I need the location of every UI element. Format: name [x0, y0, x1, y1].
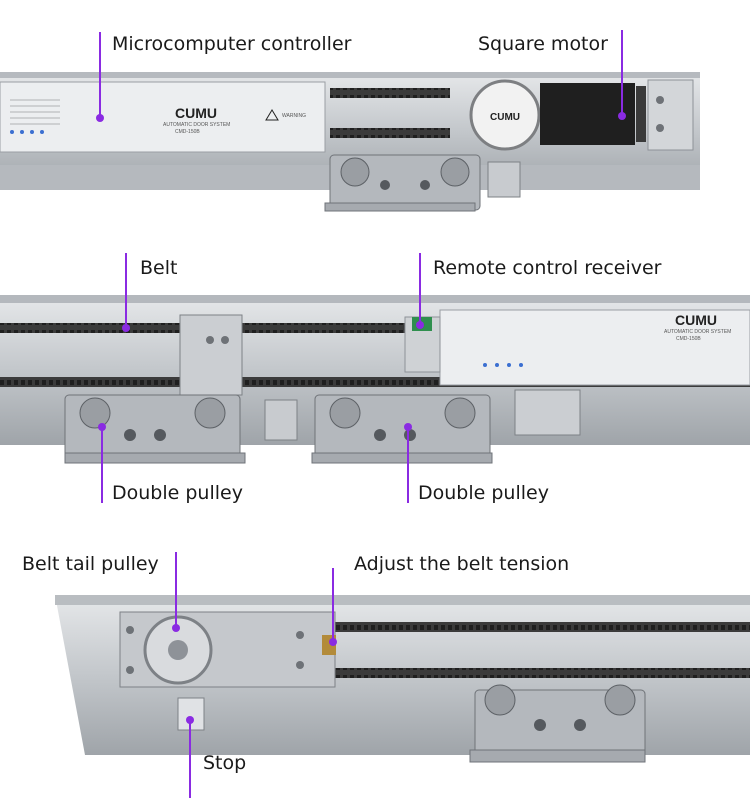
panel-tail-pulley: Belt tail pulley Adjust the belt tension…	[0, 540, 750, 800]
motor-flywheel	[469, 79, 541, 151]
panel-controller-motor: CUMU AUTOMATIC DOOR SYSTEM CMD-150B WARN…	[0, 0, 750, 230]
label-tail-pulley: Belt tail pulley	[22, 553, 159, 575]
label-belt: Belt	[140, 257, 178, 279]
carriage	[324, 154, 521, 212]
label-stop: Stop	[203, 752, 247, 774]
controller-model: CMD-150B	[175, 129, 200, 135]
belt-clamp	[179, 314, 243, 396]
receiver-model: CMD-150B	[676, 336, 701, 342]
indicator-leds	[483, 363, 523, 367]
label-tension: Adjust the belt tension	[354, 553, 570, 575]
label-pulley-left: Double pulley	[112, 482, 243, 504]
label-controller: Microcomputer controller	[112, 33, 352, 55]
label-pulley-right: Double pulley	[418, 482, 549, 504]
double-pulley-right	[311, 394, 493, 464]
controller-brand: CUMU	[175, 105, 217, 121]
receiver-box	[439, 309, 750, 386]
warning-icon	[265, 109, 279, 121]
motor-label: CUMU	[490, 112, 520, 123]
belt	[0, 323, 750, 333]
panel-3-photo	[55, 552, 750, 798]
carriage	[469, 684, 646, 763]
panel-belt-receiver: CUMU AUTOMATIC DOOR SYSTEM CMD-150B	[0, 245, 750, 525]
double-pulley-left	[64, 394, 246, 464]
controller-warning: WARNING	[282, 113, 306, 119]
indicator-leds	[10, 130, 44, 134]
panel-2-photo: CUMU AUTOMATIC DOOR SYSTEM CMD-150B	[0, 253, 750, 503]
receiver-subtitle: AUTOMATIC DOOR SYSTEM	[664, 329, 731, 335]
belt	[330, 88, 450, 98]
belt	[200, 622, 750, 632]
panel-1-photo: CUMU AUTOMATIC DOOR SYSTEM CMD-150B WARN…	[0, 30, 700, 212]
label-motor: Square motor	[478, 33, 608, 55]
controller-subtitle: AUTOMATIC DOOR SYSTEM	[163, 122, 230, 128]
controller-box	[0, 81, 326, 153]
receiver-brand: CUMU	[675, 312, 717, 328]
motor-bracket	[647, 79, 694, 151]
stop-block	[177, 697, 205, 731]
label-receiver: Remote control receiver	[433, 257, 662, 279]
